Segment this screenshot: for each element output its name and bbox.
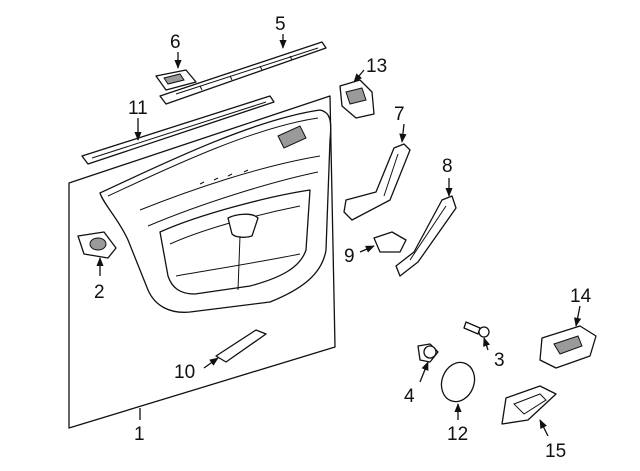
callout-labels: 1 2 3 4 5 6 7 8 9 10 11 12 13 14 15 xyxy=(94,14,592,462)
leader-15 xyxy=(539,419,549,437)
part-9-bracket xyxy=(373,231,407,253)
part-13-switch-bezel xyxy=(339,79,375,119)
callout-3: 3 xyxy=(494,350,505,371)
part-2-speaker-clip xyxy=(77,231,117,259)
part-3-screw xyxy=(463,321,490,338)
part-8-armrest xyxy=(395,195,457,277)
part-4-push-pin xyxy=(417,343,439,363)
part-14-inside-handle xyxy=(539,325,597,369)
callout-12: 12 xyxy=(447,424,468,445)
callout-8: 8 xyxy=(442,156,453,177)
callout-14: 14 xyxy=(570,286,592,307)
callout-11: 11 xyxy=(128,98,148,119)
callout-6: 6 xyxy=(170,32,181,53)
leader-9 xyxy=(359,245,375,253)
part-5-weatherstrip xyxy=(159,41,327,105)
callout-5: 5 xyxy=(275,14,286,35)
part-12-cap xyxy=(440,361,476,403)
leader-7 xyxy=(399,123,407,143)
callout-7: 7 xyxy=(394,104,405,125)
callout-1: 1 xyxy=(134,424,145,445)
leader-4 xyxy=(419,361,429,383)
callout-4: 4 xyxy=(404,386,415,407)
part-11-belt-molding xyxy=(81,95,275,165)
leader-3 xyxy=(483,337,491,351)
callout-9: 9 xyxy=(344,246,355,267)
part-10-lower-cover xyxy=(215,329,267,363)
part-6-clip xyxy=(155,69,197,91)
leader-10 xyxy=(203,357,219,369)
part-7-pull-handle xyxy=(343,143,411,221)
callout-2: 2 xyxy=(94,282,105,303)
callout-13: 13 xyxy=(366,56,387,77)
door-trim-panel xyxy=(99,109,332,313)
leader-lines xyxy=(96,34,582,437)
leader-14 xyxy=(574,305,582,327)
part-15-bezel xyxy=(501,385,557,425)
leader-13 xyxy=(353,69,365,83)
callout-15: 15 xyxy=(545,441,566,462)
callout-10: 10 xyxy=(174,362,195,383)
